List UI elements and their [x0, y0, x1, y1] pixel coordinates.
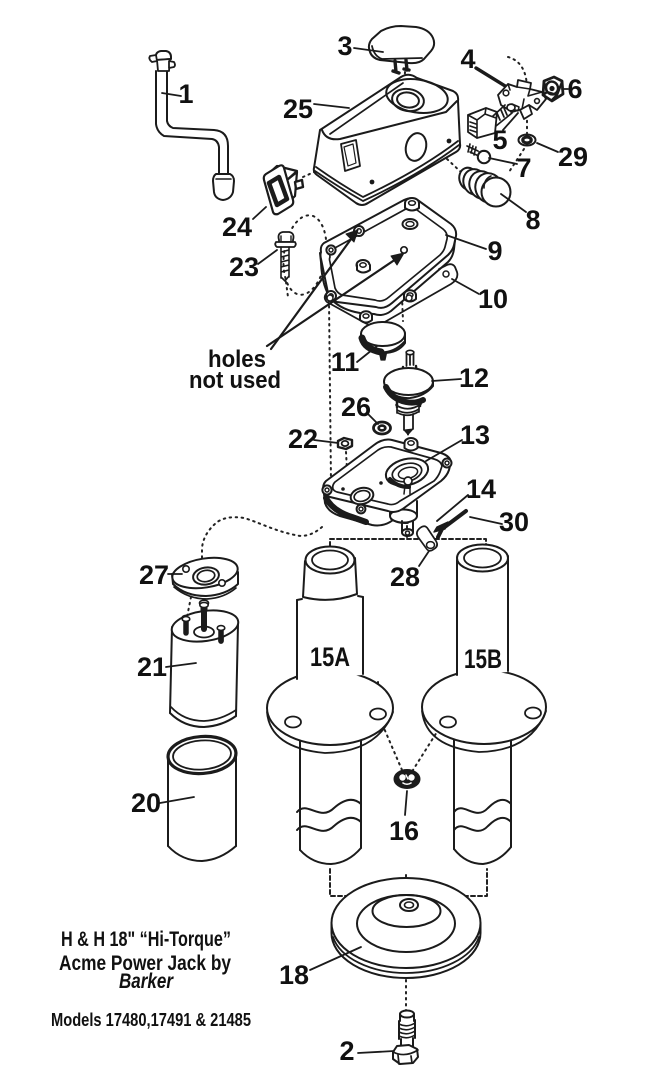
svg-text:6: 6	[567, 74, 582, 104]
svg-text:5: 5	[492, 125, 507, 155]
svg-text:30: 30	[499, 507, 529, 537]
svg-text:28: 28	[390, 562, 420, 592]
svg-text:27: 27	[139, 560, 169, 590]
svg-text:Acme Power Jack by: Acme Power Jack by	[59, 952, 231, 975]
svg-text:26: 26	[341, 392, 371, 422]
svg-text:11: 11	[331, 347, 360, 377]
svg-text:2: 2	[339, 1036, 354, 1066]
svg-text:Barker: Barker	[119, 970, 174, 993]
svg-text:22: 22	[288, 424, 318, 454]
svg-text:16: 16	[389, 816, 419, 846]
svg-text:29: 29	[558, 142, 588, 172]
svg-text:20: 20	[131, 788, 161, 818]
svg-text:H & H 18" “Hi-Torque”: H & H 18" “Hi-Torque”	[61, 928, 231, 951]
svg-text:15A: 15A	[310, 642, 350, 672]
svg-text:9: 9	[487, 236, 502, 266]
svg-text:1: 1	[178, 79, 193, 109]
svg-text:21: 21	[137, 652, 167, 682]
svg-text:18: 18	[279, 960, 309, 990]
svg-text:24: 24	[222, 212, 252, 242]
svg-text:not used: not used	[189, 367, 281, 394]
svg-text:3: 3	[337, 31, 352, 61]
svg-text:25: 25	[283, 94, 313, 124]
svg-text:4: 4	[460, 44, 475, 74]
svg-text:Models 17480,17491 & 21485: Models 17480,17491 & 21485	[51, 1010, 251, 1030]
svg-text:8: 8	[525, 205, 540, 235]
svg-text:13: 13	[460, 420, 490, 450]
svg-text:10: 10	[478, 284, 508, 314]
svg-text:12: 12	[459, 363, 489, 393]
svg-text:holes: holes	[208, 346, 266, 373]
svg-text:23: 23	[229, 252, 259, 282]
svg-text:15B: 15B	[464, 644, 502, 674]
svg-text:7: 7	[516, 153, 531, 183]
svg-text:14: 14	[466, 474, 496, 504]
